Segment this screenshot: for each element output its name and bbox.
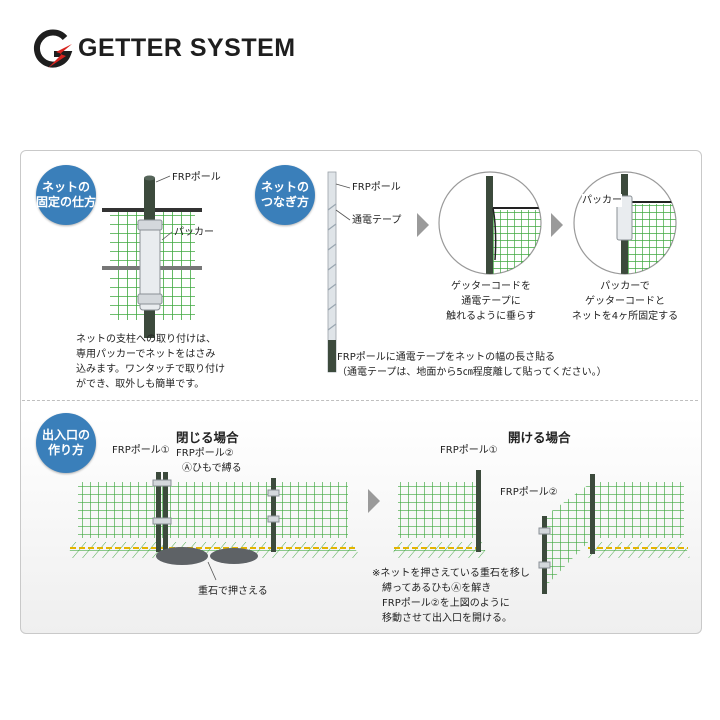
closed-title: 閉じる場合: [176, 430, 239, 445]
join-leader-lines: [335, 183, 351, 221]
badge-fix: ネットの 固定の仕方: [36, 165, 96, 225]
join-step1-text: ゲッターコードを 通電テープに 触れるように垂らす: [446, 281, 536, 322]
badge-join: ネットの つなぎ方: [255, 165, 315, 225]
open-pole1-label: FRPポール①: [440, 445, 498, 456]
join-pole-label: FRPポール: [352, 182, 401, 193]
arrow-icon: [368, 489, 380, 513]
open-pole2-label: FRPポール②: [500, 487, 558, 498]
join-step1-circle: [438, 171, 542, 275]
brand-name: GETTER SYSTEM: [78, 34, 296, 62]
join-step2-text: パッカーで ゲッターコードと ネットを4ヶ所固定する: [571, 281, 679, 322]
open-note: ※ネットを押さえている重石を移し 縛ってあるひもⒶを解き FRPポール②を上図の…: [372, 568, 530, 624]
arrow-icon: [551, 213, 563, 237]
join-tape-label: 通電テープ: [352, 215, 402, 226]
fix-pole-label: FRPポール: [172, 172, 221, 183]
closed-tie-label: Ⓐひもで縛る: [182, 463, 242, 474]
join-step2-packer-label: パッカー: [582, 194, 622, 207]
fix-description: ネットの支柱への取り付けは、 専用パッカーでネットをはさみ 込みます。ワンタッチ…: [76, 334, 225, 390]
join-note: FRPポールに通電テープをネットの幅の長さ貼る （通電テープは、地面から5㎝程度…: [337, 352, 607, 378]
section-divider: [22, 400, 698, 401]
fix-packer-label: パッカー: [174, 227, 214, 238]
closed-pole1-label: FRPポール①: [112, 445, 170, 456]
arrow-icon: [417, 213, 429, 237]
open-title: 開ける場合: [508, 430, 571, 445]
join-step2-circle: [573, 171, 677, 275]
open-fence-illustration: [392, 470, 690, 594]
closed-pole2-label: FRPポール②: [176, 448, 234, 459]
fix-net-illustration: [102, 175, 202, 338]
closed-stones-label: 重石で押さえる: [198, 586, 268, 597]
badge-entrance: 出入口の 作り方: [36, 413, 96, 473]
getter-logo-icon: [33, 29, 73, 68]
closed-fence-illustration: [66, 472, 362, 581]
join-pole-illustration: [327, 171, 337, 373]
